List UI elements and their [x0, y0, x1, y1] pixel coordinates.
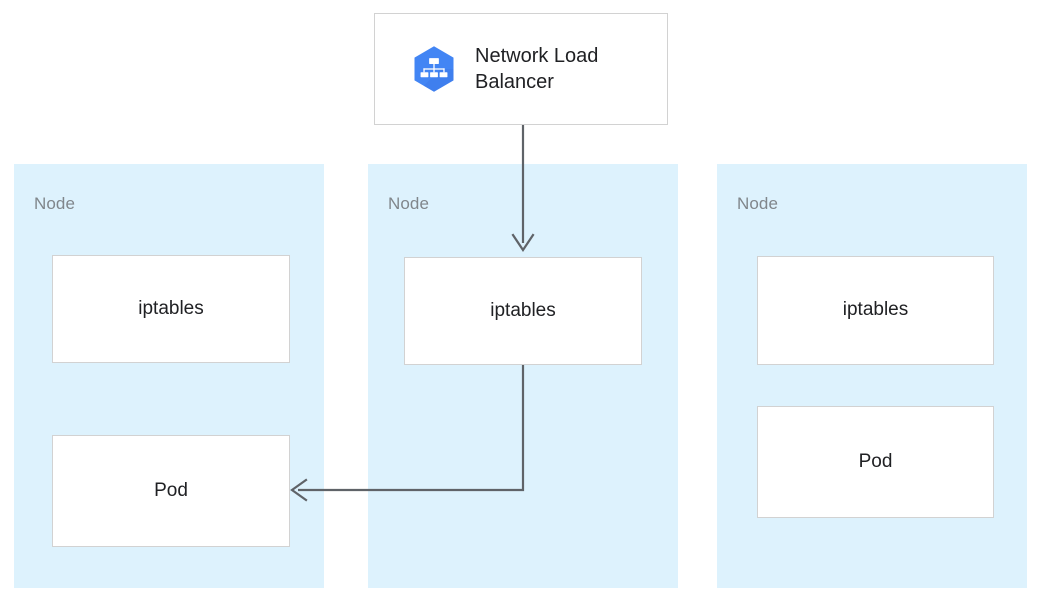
box-label: iptables [490, 299, 556, 321]
node-1-pod-box[interactable]: Pod [52, 435, 290, 547]
box-label: Pod [858, 450, 893, 472]
network-load-balancer-card[interactable]: Network Load Balancer [374, 13, 668, 125]
node-2-iptables-box[interactable]: iptables [404, 257, 642, 365]
node-label: Node [388, 194, 430, 213]
node-3-pod-box[interactable]: Pod [757, 406, 994, 518]
box-label: iptables [138, 297, 204, 319]
node-panel-2: Node [368, 164, 678, 588]
box-label: iptables [842, 299, 909, 321]
network-load-balancer-label: Network Load Balancer [475, 45, 599, 93]
node-label: Node [34, 194, 76, 213]
node-panel-3: Node [717, 164, 1027, 588]
node-label: Node [737, 194, 779, 213]
node-3-iptables-box[interactable]: iptables [757, 256, 994, 365]
box-label: Pod [154, 479, 188, 501]
node-1-iptables-box[interactable]: iptables [52, 255, 290, 363]
network-load-balancer-icon [414, 46, 454, 92]
